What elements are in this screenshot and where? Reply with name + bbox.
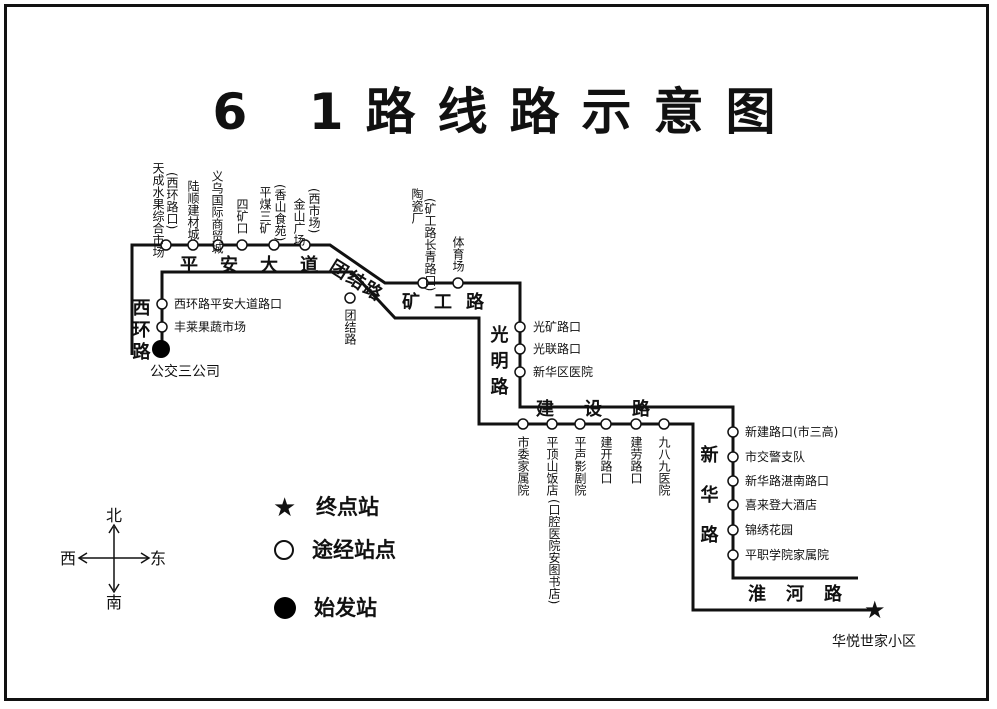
stop-label-xinjian: 新建路口(市三高) (745, 424, 838, 439)
stop-icon (727, 524, 739, 536)
stop-icon (727, 475, 739, 487)
stop-label-xinhua-zhannan: 新华路湛南路口 (745, 473, 829, 488)
stop-label-tiancheng: 天成水果综合市场 (151, 162, 165, 258)
stop-label-guangkuang: 光矿路口 (533, 319, 581, 334)
road-label-xinhua: 新华路 (698, 444, 719, 565)
map-frame (4, 4, 989, 701)
stop-label-xilaideng: 喜来登大酒店 (745, 497, 817, 512)
end-terminal-icon: ★ (864, 596, 886, 624)
stop-label-pingmei: 平煤三矿 (258, 186, 272, 234)
route-line-lower (160, 270, 875, 612)
stop-label-tiyu: 体育场 (451, 236, 465, 272)
stop-icon (514, 321, 526, 333)
compass-north-label: 北 (106, 506, 122, 525)
stop-icon (517, 418, 529, 430)
road-label-kuanggong: 矿工路 (402, 291, 498, 313)
road-label-pingan: 平安大道 (180, 254, 340, 276)
stop-label-yiwu: 义乌国际商贸城 (210, 170, 224, 255)
stop-icon (630, 418, 642, 430)
stop-label-fenglai: 丰莱果蔬市场 (174, 319, 246, 334)
stop-icon (156, 298, 168, 310)
road-label-guangming: 光明路 (488, 324, 510, 403)
stop-label-jiubajiu: 九八九医院 (657, 436, 671, 496)
map-title: 6 1路线路示意图 (212, 83, 798, 141)
compass-south-label: 南 (106, 593, 122, 612)
stop-icon (514, 366, 526, 378)
stop-label-taoci-note: (矿工路长青路口) (423, 198, 437, 291)
legend-star-icon: ★ (273, 493, 296, 523)
stop-label-jinxiu: 锦绣花园 (745, 522, 793, 537)
stop-label-jinshan: 金山广场 (292, 197, 306, 246)
stop-label-sikuang: 四矿口 (235, 198, 249, 234)
stop-label-shijiaojing: 市交警支队 (745, 449, 805, 464)
stop-icon (574, 418, 586, 430)
stop-icon (658, 418, 670, 430)
stop-label-xinhuaqu: 新华区医院 (533, 364, 593, 379)
stop-label-xihuan-pingan: 西环路平安大道路口 (174, 296, 282, 311)
stop-icon (514, 343, 526, 355)
legend-origin-icon (274, 597, 296, 619)
compass-west-label: 西 (60, 549, 76, 568)
stop-label-shiwei: 市委家属院 (516, 435, 530, 496)
end-terminal-label: 华悦世家小区 (832, 633, 916, 650)
road-label-xihuan: 西环路 (130, 298, 151, 364)
stop-icon (344, 292, 356, 304)
legend-via-label: 途经站点 (312, 538, 396, 562)
stop-icon (212, 239, 224, 251)
stop-icon (187, 239, 199, 251)
compass-east-label: 东 (150, 549, 166, 568)
stop-icon (160, 239, 172, 251)
stop-label-pingsheng: 平声影剧院 (573, 436, 587, 496)
stop-icon (546, 418, 558, 430)
stop-label-guanglian: 光联路口 (533, 341, 581, 356)
legend-terminal-label: 终点站 (316, 495, 379, 519)
stop-label-jinshan-note: (西市场) (307, 188, 321, 233)
stop-icon (600, 418, 612, 430)
stop-label-tiancheng-note: (西环路口) (165, 172, 179, 229)
road-label-jianshe: 建设路 (536, 398, 680, 420)
stop-label-pingdingshan: 平顶山饭店 (545, 436, 559, 496)
stop-label-tuanjie: 团结路 (343, 309, 357, 346)
stop-icon (452, 277, 464, 289)
legend: ★ 终点站 途经站点 始发站 (273, 493, 396, 620)
stop-icon (268, 239, 280, 251)
stop-icon (236, 239, 248, 251)
stop-label-pingzhi: 平职学院家属院 (745, 547, 829, 562)
stop-label-taoci: 陶瓷厂 (410, 187, 424, 224)
stop-icon (417, 277, 429, 289)
stop-icon (156, 321, 168, 333)
stop-label-pingmei-note: (香山食苑) (273, 184, 287, 241)
origin-terminal-label: 公交三公司 (150, 363, 220, 380)
stop-label-pingdingshan-note: (口腔医院安图书店) (547, 499, 561, 604)
stop-icon (727, 549, 739, 561)
compass (77, 523, 151, 594)
origin-terminal-icon (152, 340, 170, 358)
stop-icon (299, 239, 311, 251)
legend-via-icon (274, 540, 294, 560)
stop-markers (156, 239, 739, 561)
road-label-huaihe: 淮河路 (748, 583, 862, 605)
stop-icon (727, 426, 739, 438)
stop-label-jiankai: 建开路口 (599, 436, 613, 484)
stop-label-lushun: 陆顺建材城 (186, 179, 200, 241)
legend-origin-label: 始发站 (314, 596, 377, 620)
stop-icon (727, 451, 739, 463)
stop-label-jianlao: 建劳路口 (629, 436, 643, 484)
stop-icon (727, 499, 739, 511)
